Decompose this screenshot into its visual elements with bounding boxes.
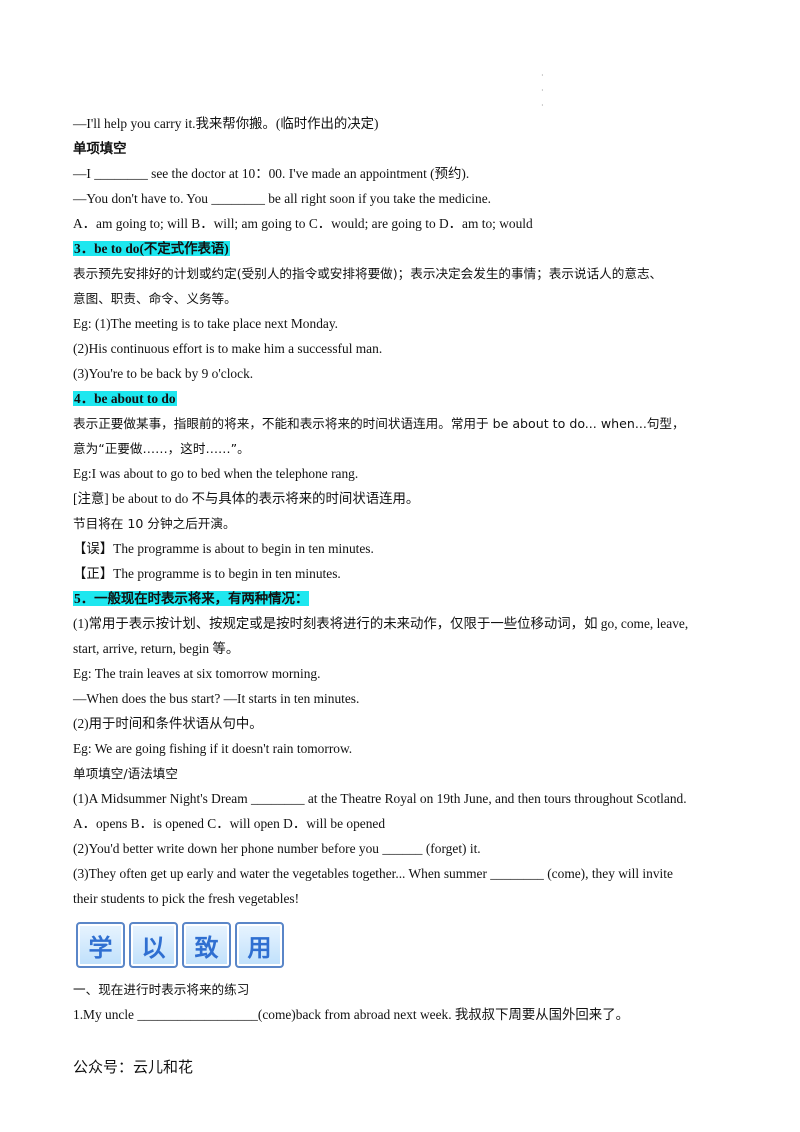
text-line: [注意] be about to do 不与具体的表示将来的时间状语连用。 [73, 491, 420, 506]
text-line: Eg: (1)The meeting is to take place next… [73, 316, 339, 331]
header-dots: · · · [541, 68, 547, 113]
text-line: —I ________ see the doctor at 10：00. I'v… [73, 166, 470, 181]
section-banner-xue-yi-zhi-yong: 学 以 致 用 [76, 918, 284, 968]
text-line: A．am going to; will B．will; am going to … [73, 216, 533, 231]
section-heading: 3．be to do(不定式作表语) [73, 241, 230, 256]
text-line: Eg:I was about to go to bed when the tel… [73, 466, 359, 481]
footer-account: 公众号：云儿和花 [73, 1058, 194, 1076]
section-heading: 4．be about to do [73, 391, 177, 406]
banner-tile: 用 [235, 922, 284, 968]
text-line: Eg: The train leaves at six tomorrow mor… [73, 666, 321, 681]
text-line: (3)They often get up early and water the… [73, 866, 673, 881]
dot: · [541, 86, 544, 95]
text-line: 单项填空 [73, 141, 127, 156]
text-line: 【误】The programme is about to begin in te… [73, 541, 374, 556]
text-line: (2)You'd better write down her phone num… [73, 841, 481, 856]
text-line: 表示正要做某事，指眼前的将来，不能和表示将来的时间状语连用。常用于 be abo… [73, 416, 685, 431]
text-line: (2)用于时间和条件状语从句中。 [73, 716, 263, 731]
text-line: —You don't have to. You ________ be all … [73, 191, 491, 206]
text-line: Eg: We are going fishing if it doesn't r… [73, 741, 353, 756]
section-heading: 5．一般现在时表示将来，有两种情况： [73, 591, 310, 606]
text-line: 5．一般现在时表示将来，有两种情况： [73, 586, 733, 611]
exercise-heading: 一、现在进行时表示将来的练习 [73, 982, 250, 997]
text-line: start, arrive, return, begin 等。 [73, 641, 240, 656]
text-line: 4．be about to do [73, 386, 733, 411]
banner-tile: 学 [76, 922, 125, 968]
dot: · [541, 101, 544, 110]
text-line: —I'll help you carry it.我来帮你搬。(临时作出的决定) [73, 116, 379, 131]
text-line: 节目将在 10 分钟之后开演。 [73, 516, 236, 531]
text-line: —When does the bus start? —It starts in … [73, 691, 360, 706]
text-line: A．opens B．is opened C．will open D．will b… [73, 816, 386, 831]
document-body: —I'll help you carry it.我来帮你搬。(临时作出的决定) 单… [73, 111, 733, 911]
text-line: 【正】The programme is to begin in ten minu… [73, 566, 341, 581]
text-line: (1)常用于表示按计划、按规定或是按时刻表将进行的未来动作，仅限于一些位移动词，… [73, 616, 689, 631]
text-line: (2)His continuous effort is to make him … [73, 341, 383, 356]
banner-tile: 致 [182, 922, 231, 968]
text-line: 单项填空/语法填空 [73, 766, 178, 781]
text-line: 3．be to do(不定式作表语) [73, 236, 733, 261]
exercise-item: 1.My uncle __________________(come)back … [73, 1007, 629, 1022]
text-line: (1)A Midsummer Night's Dream ________ at… [73, 791, 687, 806]
text-line: 意图、职责、命令、义务等。 [73, 291, 237, 306]
text-line: (3)You're to be back by 9 o'clock. [73, 366, 254, 381]
text-line: 意为“正要做……，这时……”。 [73, 441, 250, 456]
banner-tile: 以 [129, 922, 178, 968]
dot: · [541, 71, 544, 80]
text-line: their students to pick the fresh vegetab… [73, 891, 300, 906]
exercise-section: 一、现在进行时表示将来的练习 1.My uncle ______________… [73, 977, 733, 1027]
text-line: 表示预先安排好的计划或约定(受别人的指令或安排将要做)；表示决定会发生的事情；表… [73, 266, 663, 281]
